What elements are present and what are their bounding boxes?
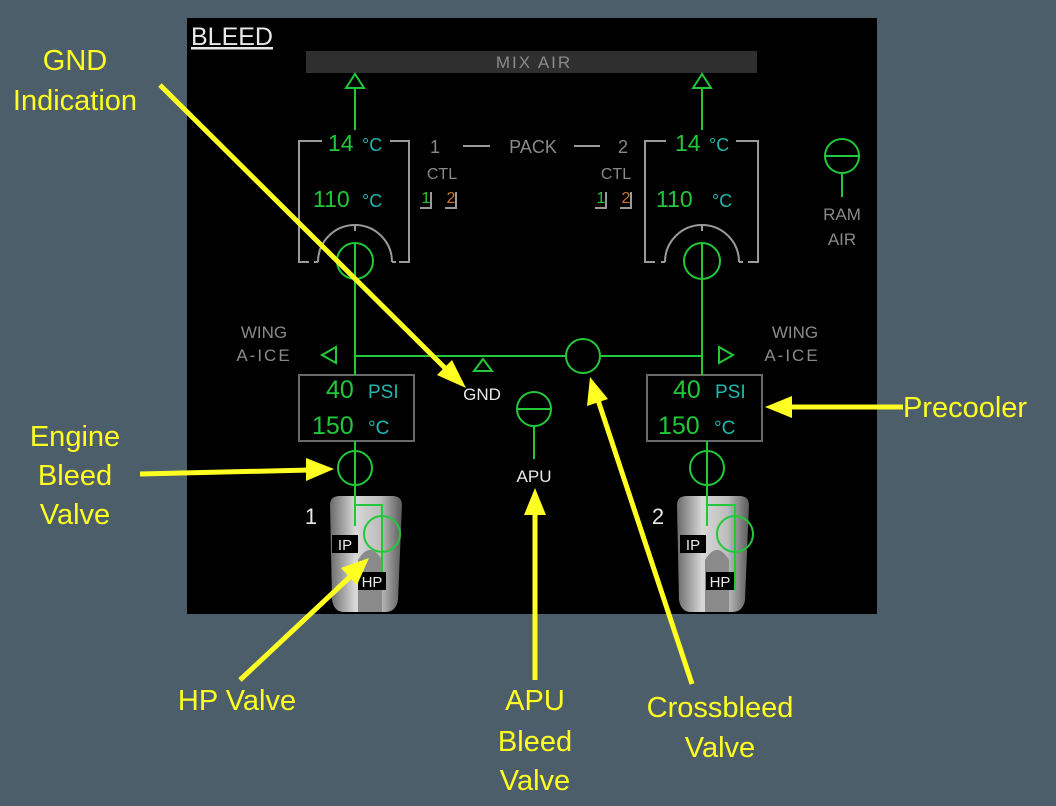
eng1-psi-unit: PSI (368, 382, 399, 403)
pack-num-2: 2 (618, 137, 628, 157)
pack1-outlet-temp: 14 (328, 130, 354, 156)
annotation-engine-bleed-line3: Valve (40, 499, 110, 531)
pack1-comp-temp: 110 (313, 186, 350, 212)
engine-2: 40 PSI 150 °C IP HP 2 (646, 356, 763, 612)
pack-2: 14 °C 110 °C (644, 72, 759, 356)
pack2-ctl-label: CTL (601, 166, 631, 183)
apu-label: APU (517, 467, 552, 486)
pack2-comp-unit: °C (712, 191, 732, 211)
annotation-crossbleed-line1: Crossbleed (647, 692, 794, 724)
pack1-outlet-unit: °C (362, 135, 382, 155)
wing-aice-right-arrow-icon (718, 345, 736, 365)
pack1-ctl-2: 2 (447, 190, 456, 207)
precooler2-box (646, 374, 763, 442)
eng1-temp-value: 150 (312, 412, 354, 440)
eng1-hp-valve-icon (363, 515, 401, 553)
eng2-hp-valve-icon (716, 515, 754, 553)
eng2-psi-value: 40 (673, 376, 701, 404)
precooler1-box (298, 374, 415, 442)
pack1-flow-gauge (314, 224, 396, 263)
crossbleed-valve-icon (565, 338, 601, 374)
wing-aice-right-line1: WING (772, 323, 818, 342)
annotation-apu-line3: Valve (500, 765, 570, 797)
eng1-number: 1 (305, 504, 317, 529)
mix-air-label: MIX AIR (496, 53, 572, 72)
eng2-temp-value: 150 (658, 412, 700, 440)
pack1-bracket (298, 140, 410, 263)
pack1-comp-unit: °C (362, 191, 382, 211)
pack2-ctl-1: 1 (597, 190, 606, 207)
pack-num-1: 1 (430, 137, 440, 157)
wing-aice-left-line1: WING (241, 323, 287, 342)
gnd-label: GND (463, 385, 501, 404)
annotation-hp-valve: HP Valve (178, 685, 296, 717)
annotation-engine-bleed-line2: Bleed (38, 460, 112, 492)
eng1-ip-label: IP (338, 537, 352, 554)
mix-air-bar (306, 51, 757, 73)
annotation-hp-valve-arrow (238, 573, 354, 682)
wing-aice-left-arrow-icon (319, 345, 337, 365)
pack2-outlet-temp: 14 (675, 130, 701, 156)
pack2-ctl-2: 2 (622, 190, 631, 207)
annotation-crossbleed-line2: Valve (685, 732, 755, 764)
eng1-temp-unit: °C (368, 418, 389, 439)
annotation-engine-bleed-arrow (139, 467, 311, 477)
wing-aice-right-line2: A-ICE (764, 346, 819, 365)
eng2-number: 2 (652, 504, 664, 529)
annotation-apu-line2: Bleed (498, 726, 572, 758)
annotation-precooler: Precooler (903, 392, 1027, 424)
pack1-ctl-label: CTL (427, 166, 457, 183)
annotation-crossbleed-arrow (595, 399, 695, 685)
eng1-hp-label: HP (362, 574, 383, 591)
page-title: BLEED (191, 23, 273, 51)
pack1-ctl-1: 1 (422, 190, 431, 207)
pack2-flow-gauge (661, 224, 743, 263)
pack2-comp-temp: 110 (656, 186, 693, 212)
ecam-panel (187, 18, 877, 614)
annotation-engine-bleed-line1: Engine (30, 421, 120, 453)
ram-air-line1: RAM (823, 205, 861, 224)
eng1-psi-value: 40 (326, 376, 354, 404)
pack2-bracket (644, 140, 759, 263)
ram-air-line2: AIR (828, 230, 856, 249)
eng2-temp-unit: °C (714, 418, 735, 439)
annotation-gnd-arrow (158, 83, 452, 375)
eng2-hp-label: HP (710, 574, 731, 591)
gnd-connection-icon (472, 357, 494, 372)
annotation-apu-line1: APU (505, 685, 565, 717)
annotations: GND Indication Engine Bleed Valve HP Val… (13, 45, 1027, 797)
eng2-ip-label: IP (686, 537, 700, 554)
pack2-outlet-unit: °C (709, 135, 729, 155)
eng2-psi-unit: PSI (715, 382, 746, 403)
annotation-gnd-line2: Indication (13, 85, 137, 117)
engine-1: 40 PSI 150 °C IP HP 1 (298, 356, 415, 612)
annotation-gnd-line1: GND (43, 45, 107, 77)
wing-aice-left-line2: A-ICE (236, 346, 291, 365)
pack-label: PACK (509, 137, 557, 157)
